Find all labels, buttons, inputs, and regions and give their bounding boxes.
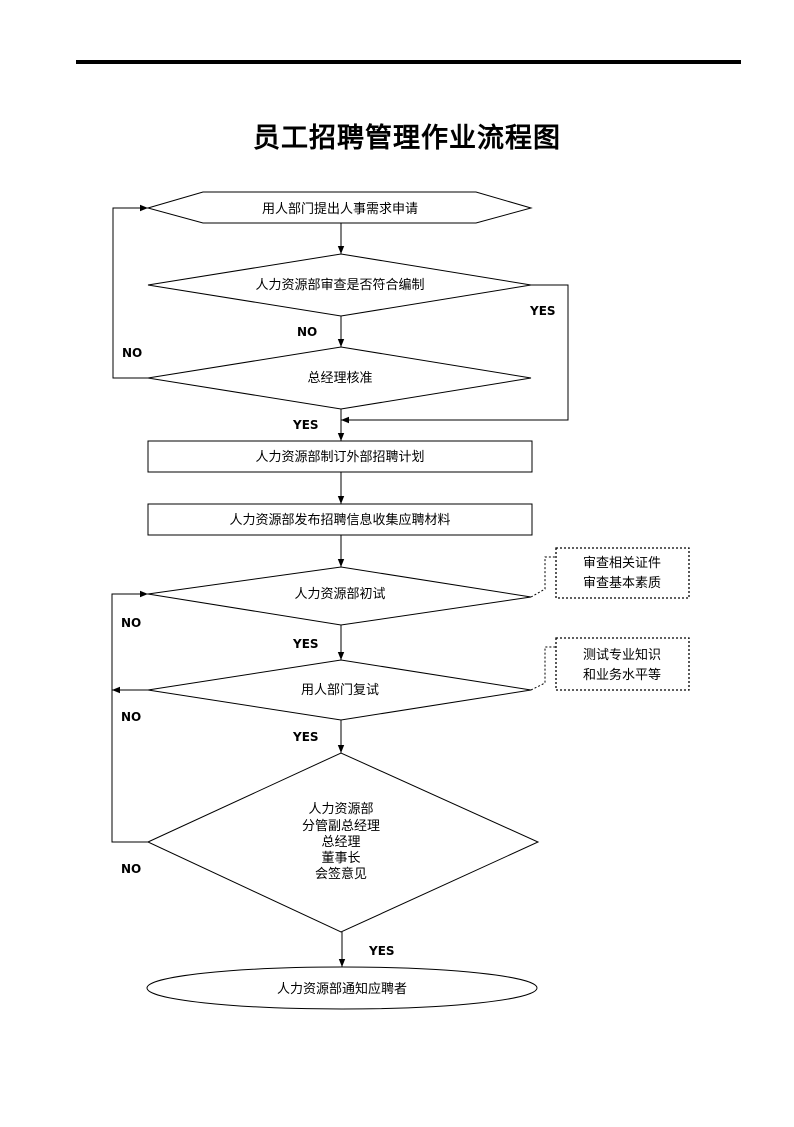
page-title: 员工招聘管理作业流程图 [253,123,561,154]
note2-line-2: 和业务水平等 [583,667,661,683]
countersign-line-5: 会签意见 [315,866,367,882]
publish-info-box [147,503,533,536]
note2-connector [530,646,556,691]
first-interview-text: 人力资源部初试 [294,587,385,602]
countersign-line-4: 董事长 [321,851,360,866]
gm-approve-text: 总经理核准 [307,371,372,386]
label-approve-yes: YES [292,418,319,432]
hr-review-text: 人力资源部审查是否符合编制 [255,277,424,293]
header-rule [76,60,741,64]
recruit-plan-box [147,440,533,473]
label-review-yes: YES [529,304,556,318]
request-text: 用人部门提出人事需求申请 [262,201,418,217]
note1-line-1: 审查相关证件 [583,556,661,571]
label-second-no: NO [121,710,141,724]
first-interview-note [555,547,690,599]
arrow-review-yes-bypass [341,284,569,424]
label-countersign-yes: YES [368,944,395,958]
label-first-no: NO [121,616,141,630]
label-second-yes: YES [292,730,319,744]
countersign-line-2: 分管副总经理 [302,819,380,834]
countersign-diamond [146,752,540,933]
request-hexagon [146,191,533,224]
countersign-line-1: 人力资源部 [308,802,373,817]
label-review-no: NO [297,325,317,339]
label-countersign-no: NO [121,862,141,876]
label-approve-no: NO [122,346,142,360]
publish-info-text: 人力资源部发布招聘信息收集应聘材料 [229,512,450,528]
notify-applicant-text: 人力资源部通知应聘者 [277,981,407,997]
note2-line-1: 测试专业知识 [583,647,661,663]
gm-approve-diamond [147,346,532,410]
countersign-line-3: 总经理 [321,835,360,850]
second-interview-note [555,637,690,691]
note1-connector [530,556,556,598]
second-interview-text: 用人部门复试 [301,683,379,698]
note1-line-2: 审查基本素质 [583,576,661,591]
recruit-plan-text: 人力资源部制订外部招聘计划 [255,450,424,465]
countersign-text: 人力资源部 分管副总经理 总经理 董事长 会签意见 [302,802,380,882]
arrow-approve-no-loop [112,204,148,379]
label-first-yes: YES [292,637,319,651]
